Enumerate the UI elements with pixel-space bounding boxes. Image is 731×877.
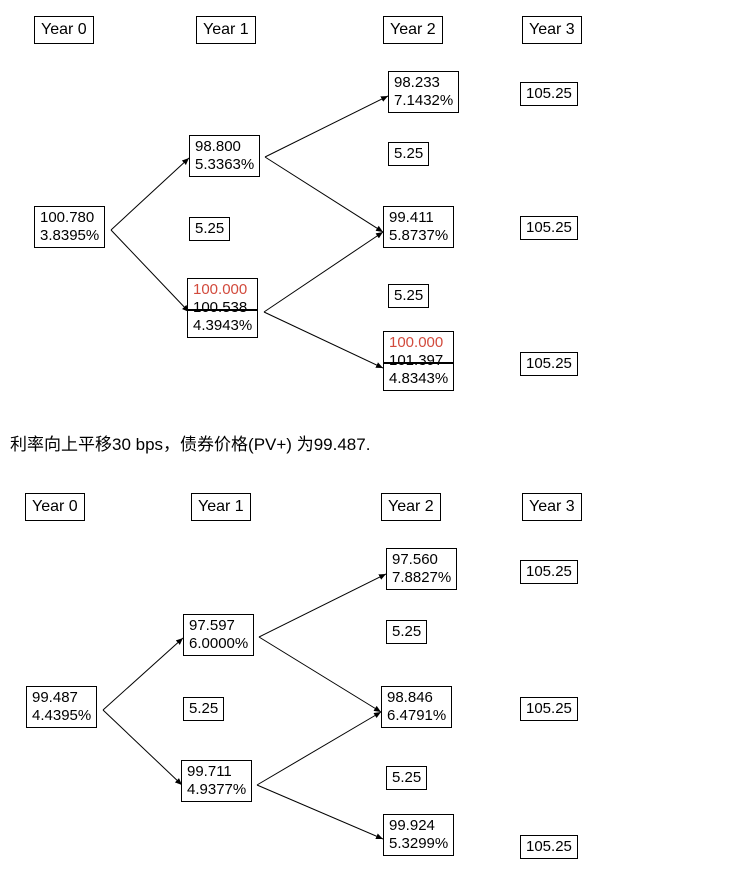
node-price: 97.597 xyxy=(189,617,235,634)
node-price: 100.780 xyxy=(40,209,95,226)
arrow-root-up xyxy=(102,637,184,711)
caption-rate-shift: 利率向上平移30 bps，债券价格(PV+) 为99.487. xyxy=(10,435,371,454)
node-rate: 6.0000% xyxy=(189,635,249,652)
node-root: 99.487 4.4395% xyxy=(26,686,98,728)
node-year3-bottom: 105.25 xyxy=(520,352,578,376)
node-adjusted-price: 100.000 xyxy=(193,281,248,298)
node-price: 97.560 xyxy=(392,551,438,568)
node-rate: 4.9377% xyxy=(187,781,247,798)
header-year-3: Year 3 xyxy=(522,493,582,521)
node-price: 98.233 xyxy=(394,74,440,91)
node-price: 98.846 xyxy=(387,689,433,706)
arrow-down-downdown xyxy=(263,311,384,369)
arrow-up-upup xyxy=(258,573,387,638)
arrow-root-up xyxy=(110,157,190,231)
node-rate: 3.8395% xyxy=(40,227,100,244)
node-year3-mid: 105.25 xyxy=(520,697,578,721)
node-year3-mid: 105.25 xyxy=(520,216,578,240)
node-year1-up: 97.597 6.0000% xyxy=(183,614,255,656)
header-year-0: Year 0 xyxy=(25,493,85,521)
node-rate: 4.4395% xyxy=(32,707,92,724)
node-price: 99.487 xyxy=(32,689,78,706)
node-price: 99.411 xyxy=(389,209,434,226)
header-year-0: Year 0 xyxy=(34,16,94,44)
node-year1-down: 99.711 4.9377% xyxy=(181,760,253,802)
node-rate: 5.8737% xyxy=(389,227,449,244)
coupon-year2-a: 5.25 xyxy=(386,620,428,644)
node-year2-mid: 98.846 6.4791% xyxy=(381,686,453,728)
node-rate: 6.4791% xyxy=(387,707,447,724)
tree-arrows-base xyxy=(110,95,389,369)
header-year-2: Year 2 xyxy=(383,16,443,44)
arrow-root-down xyxy=(110,229,190,313)
arrow-up-mid xyxy=(264,156,384,233)
coupon-year1: 5.25 xyxy=(189,217,231,241)
node-year2-down: 100.000 101.397 4.8343% xyxy=(382,331,455,391)
header-year-3: Year 3 xyxy=(522,16,582,44)
arrow-up-upup xyxy=(264,95,389,158)
node-year2-down: 99.924 5.3299% xyxy=(383,814,455,856)
node-adjusted-price: 100.000 xyxy=(389,334,444,351)
node-year2-up: 97.560 7.8827% xyxy=(386,548,458,590)
coupon-year2-a: 5.25 xyxy=(388,142,430,166)
header-year-1: Year 1 xyxy=(196,16,256,44)
header-year-1: Year 1 xyxy=(191,493,251,521)
header-year-2: Year 2 xyxy=(381,493,441,521)
node-rate: 5.3363% xyxy=(195,156,255,173)
arrow-down-downdown xyxy=(256,784,384,840)
arrow-root-down xyxy=(102,709,183,786)
coupon-year1: 5.25 xyxy=(183,697,225,721)
node-price: 99.924 xyxy=(389,817,435,834)
arrow-down-mid xyxy=(263,231,384,313)
node-root: 100.780 3.8395% xyxy=(34,206,106,248)
node-price-struck: 101.397 xyxy=(382,352,455,370)
arrow-down-mid xyxy=(256,711,382,786)
node-year1-down: 100.000 100.538 4.3943% xyxy=(186,278,259,338)
node-price: 98.800 xyxy=(195,138,241,155)
node-year3-top: 105.25 xyxy=(520,560,578,584)
node-year2-mid: 99.411 5.8737% xyxy=(383,206,455,248)
node-price: 99.711 xyxy=(187,763,232,780)
node-price-struck: 100.538 xyxy=(186,299,259,317)
node-rate: 5.3299% xyxy=(389,835,449,852)
coupon-year2-b: 5.25 xyxy=(388,284,430,308)
node-rate: 4.8343% xyxy=(389,370,449,387)
node-year2-up: 98.233 7.1432% xyxy=(388,71,460,113)
node-rate: 7.8827% xyxy=(392,569,452,586)
arrow-up-mid xyxy=(258,636,382,713)
coupon-year2-b: 5.25 xyxy=(386,766,428,790)
node-rate: 4.3943% xyxy=(193,317,253,334)
node-year3-top: 105.25 xyxy=(520,82,578,106)
node-rate: 7.1432% xyxy=(394,92,454,109)
node-year3-bottom: 105.25 xyxy=(520,835,578,859)
node-year1-up: 98.800 5.3363% xyxy=(189,135,261,177)
